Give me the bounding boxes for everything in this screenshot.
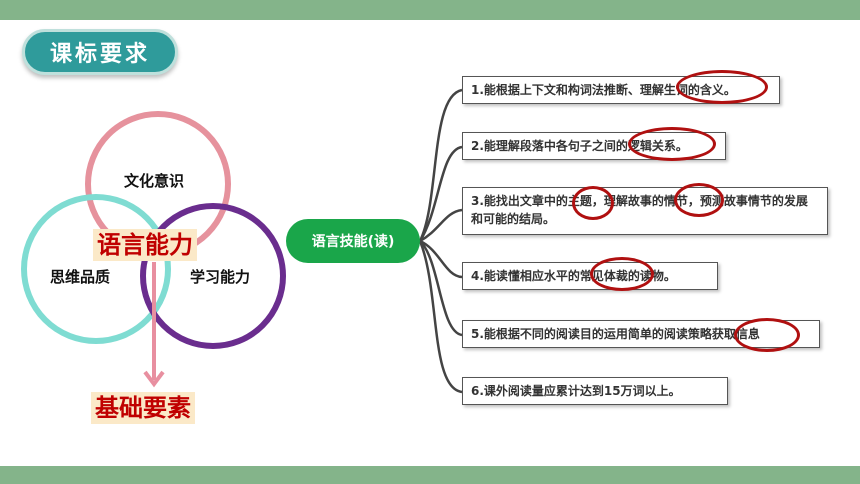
mindmap-item-3: 3.能找出文章中的主题，理解故事的情节，预测故事情节的发展和可能的结局。	[462, 187, 828, 235]
venn-circle-left	[21, 194, 171, 344]
mindmap-center-node: 语言技能(读)	[286, 219, 420, 263]
mindmap-item-5: 5.能根据不同的阅读目的运用简单的阅读策略获取信息	[462, 320, 820, 348]
venn-label-language: 语言能力	[93, 229, 197, 261]
foundation-label: 基础要素	[91, 392, 195, 424]
venn-label-culture: 文化意识	[124, 172, 185, 190]
mindmap-item-6: 6.课外阅读量应累计达到15万词以上。	[462, 377, 728, 405]
mindmap-item-1: 1.能根据上下文和构词法推断、理解生词的含义。	[462, 76, 780, 104]
venn-label-learning: 学习能力	[190, 268, 251, 286]
mindmap-item-2: 2.能理解段落中各句子之间的逻辑关系。	[462, 132, 726, 160]
branch-3	[419, 208, 463, 243]
page-title: 课标要求	[22, 29, 178, 75]
branch-4	[419, 239, 463, 279]
branch-6	[418, 240, 463, 394]
venn-arrow-head	[143, 370, 165, 388]
venn-label-thinking: 思维品质	[50, 268, 111, 286]
branch-2	[418, 145, 463, 242]
branch-5	[419, 240, 463, 337]
venn-circle-right	[140, 203, 286, 349]
top-bar	[0, 0, 860, 20]
branch-1	[418, 88, 463, 242]
mindmap-item-4: 4.能读懂相应水平的常见体裁的读物。	[462, 262, 718, 290]
bottom-bar	[0, 466, 860, 484]
